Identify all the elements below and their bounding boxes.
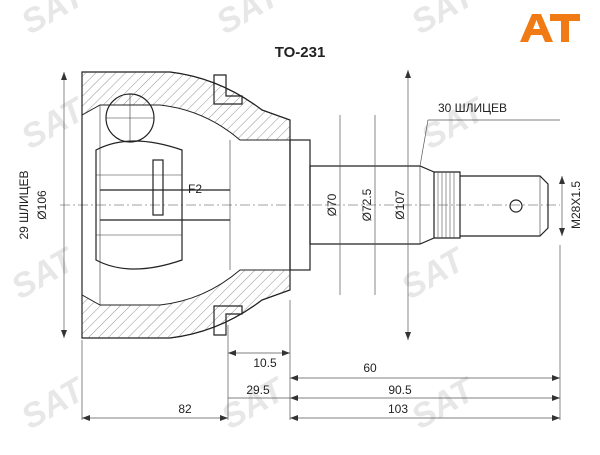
dim-29-5: 29.5 xyxy=(246,383,270,397)
inner-race xyxy=(95,140,183,270)
diameter-dimensions xyxy=(61,70,565,340)
dim-90-5: 90.5 xyxy=(388,383,412,397)
dim-10-5: 10.5 xyxy=(253,356,277,370)
dia-70-label: Ø70 xyxy=(325,193,339,216)
seal-flanges xyxy=(213,74,243,336)
thread-label: M28X1.5 xyxy=(569,181,583,229)
watermark: SAT xyxy=(415,90,494,157)
watermark: SAT xyxy=(215,370,294,437)
dia-107-label: Ø107 xyxy=(393,190,407,220)
brand-logo xyxy=(520,14,580,42)
watermark: SAT xyxy=(405,0,484,42)
dia-106-label: Ø106 xyxy=(35,190,49,220)
length-dimensions xyxy=(81,245,561,421)
dim-103: 103 xyxy=(388,402,408,416)
dim-60: 60 xyxy=(363,361,377,375)
dia-72-5-label: Ø72.5 xyxy=(360,188,374,221)
ball xyxy=(105,93,155,143)
outer-housing xyxy=(81,71,291,339)
watermark: SAT xyxy=(395,240,474,307)
dim-82: 82 xyxy=(178,402,192,416)
outer-spline-label: 30 ШЛИЦЕВ xyxy=(438,101,507,115)
watermark: SAT xyxy=(405,370,484,437)
watermark: SAT xyxy=(15,0,94,42)
part-number-title: TO-231 xyxy=(275,44,326,61)
spline-leader xyxy=(419,119,560,167)
f2-label: F2 xyxy=(188,182,202,196)
watermark: SAT xyxy=(5,240,84,307)
inner-spline-label: 29 ШЛИЦЕВ xyxy=(17,170,31,239)
watermark: SAT xyxy=(210,0,289,42)
